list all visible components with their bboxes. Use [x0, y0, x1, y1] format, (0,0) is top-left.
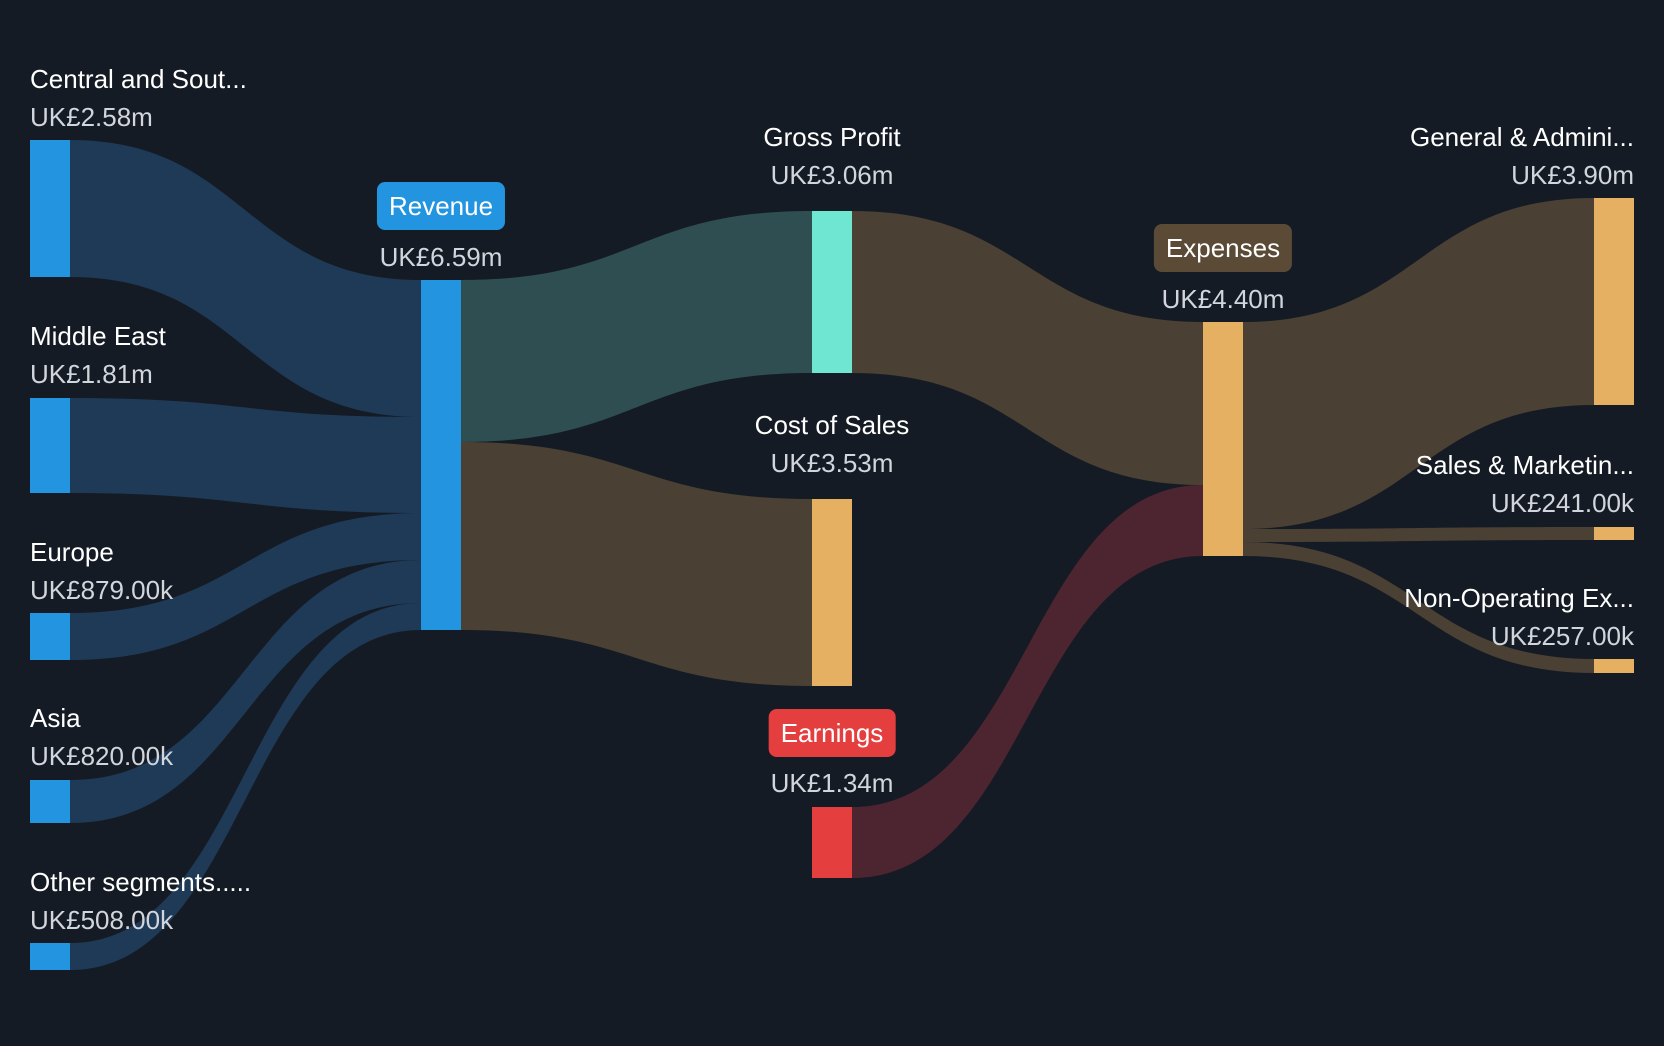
label-europe-value: UK£879.00k	[30, 575, 174, 605]
node-bar-asia	[30, 780, 70, 823]
link-expenses-to-general-admin	[1243, 198, 1594, 529]
label-revenue-value: UK£6.59m	[379, 242, 503, 272]
link-revenue-to-cost-of-sales	[461, 442, 812, 686]
node-bar-middle-east	[30, 398, 70, 493]
sankey-links	[70, 140, 1594, 970]
label-cost-of-sales-name: Cost of Sales	[754, 410, 910, 440]
link-central-south-to-revenue	[70, 140, 421, 417]
node-bar-non-operating	[1594, 659, 1634, 673]
link-middle-east-to-revenue	[70, 398, 421, 513]
label-sales-marketing-value: UK£241.00k	[1490, 488, 1634, 518]
label-gross-profit-value: UK£3.06m	[770, 160, 894, 190]
label-other-name: Other segments.....	[30, 867, 252, 897]
node-bar-earnings	[812, 807, 852, 878]
label-expenses-value: UK£4.40m	[1161, 284, 1285, 314]
label-central-south-name: Central and Sout...	[30, 64, 247, 94]
node-bar-cost-of-sales	[812, 499, 852, 686]
link-expenses-to-non-operating	[1243, 542, 1594, 673]
node-bar-expenses	[1203, 322, 1243, 556]
node-bar-general-admin	[1594, 198, 1634, 405]
label-middle-east-name: Middle East	[30, 321, 166, 351]
label-other-value: UK£508.00k	[30, 905, 174, 935]
node-bar-sales-marketing	[1594, 527, 1634, 540]
node-bar-europe	[30, 613, 70, 660]
node-bar-gross-profit	[812, 211, 852, 373]
link-gross-profit-to-expenses	[852, 211, 1203, 485]
label-non-operating-value: UK£257.00k	[1490, 621, 1634, 651]
link-expenses-to-sales-marketing	[1243, 527, 1594, 542]
label-earnings-value: UK£1.34m	[770, 768, 894, 798]
label-asia-name: Asia	[30, 703, 81, 733]
node-bar-other	[30, 943, 70, 970]
label-sales-marketing-name: Sales & Marketin...	[1415, 450, 1634, 480]
link-asia-to-revenue	[70, 560, 421, 823]
revenue-pill: Revenue	[376, 182, 506, 230]
link-earnings-to-expenses	[852, 485, 1203, 878]
label-middle-east-value: UK£1.81m	[30, 359, 153, 389]
link-europe-to-revenue	[70, 513, 421, 660]
label-general-admin-name: General & Admini...	[1410, 122, 1634, 152]
link-revenue-to-gross-profit	[461, 211, 812, 442]
node-bar-central-south	[30, 140, 70, 277]
label-europe-name: Europe	[30, 537, 114, 567]
link-other-to-revenue	[70, 603, 421, 970]
earnings-pill: Earnings	[768, 709, 896, 757]
label-non-operating-name: Non-Operating Ex...	[1404, 583, 1634, 613]
node-bar-revenue	[421, 280, 461, 630]
label-general-admin-value: UK£3.90m	[1511, 160, 1634, 190]
label-central-south-value: UK£2.58m	[30, 102, 153, 132]
label-gross-profit-name: Gross Profit	[763, 122, 901, 152]
sankey-nodes	[30, 140, 1634, 970]
expenses-pill: Expenses	[1153, 224, 1293, 272]
label-cost-of-sales-value: UK£3.53m	[770, 448, 894, 478]
label-asia-value: UK£820.00k	[30, 741, 174, 771]
